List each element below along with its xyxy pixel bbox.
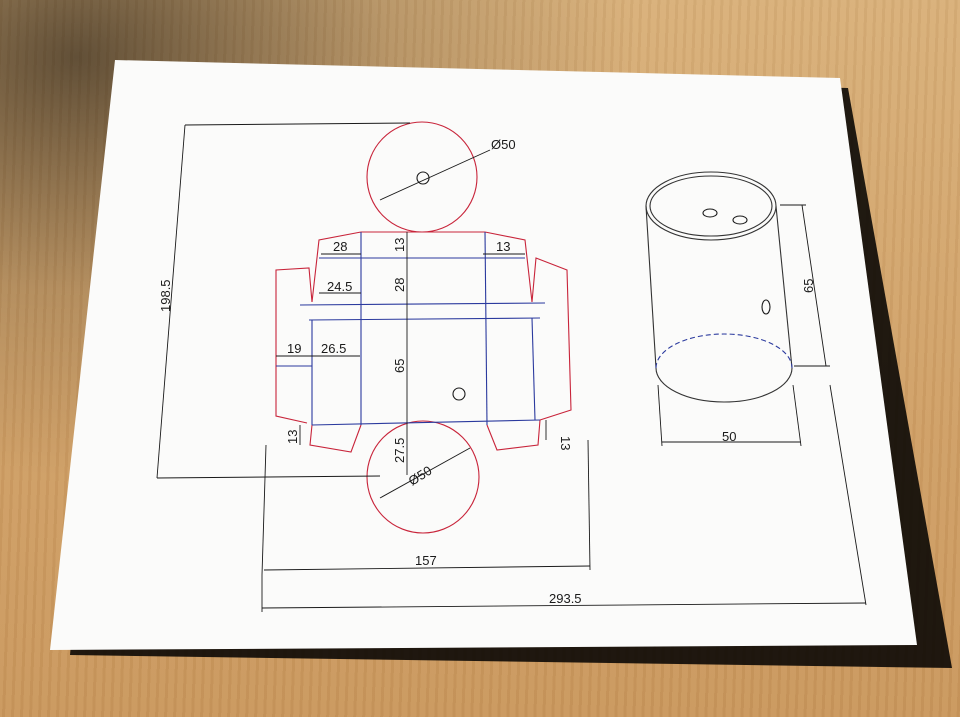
lower-tab-left [309,424,362,453]
label-top-diameter: Ø50 [491,137,516,152]
fold-lines [276,231,546,426]
side-flap-left [275,267,313,424]
label-net-width: 157 [415,553,437,568]
lower-tab-right [486,419,541,451]
paper-sheet [50,60,917,650]
top-tab-right [484,231,533,303]
label-body-height: 65 [392,359,407,373]
label-flap-mid: 28 [392,278,407,292]
hole-marks [416,171,771,401]
dimension-labels: Ø50 Ø50 198.5 28 13 13 24.5 28 19 26.5 6… [158,137,816,606]
label-total-height: 198.5 [158,279,173,312]
label-total-width: 293.5 [549,591,582,606]
dimension-lines [156,122,867,612]
label-side-width: 19 [287,341,301,356]
cylinder-hidden-arc [655,333,793,369]
label-tab-top-left: 28 [333,239,347,254]
label-tab-left-height: 13 [285,430,300,444]
side-flap-right [531,257,572,421]
bottom-circle [366,420,480,534]
cylinder-view [645,171,793,403]
label-tab-top-mid: 13 [392,238,407,252]
net-outline [275,121,572,534]
cylinder-bottom-arc [655,367,793,403]
label-cylinder-width: 50 [722,429,736,444]
label-tab-top-right: 13 [496,239,510,254]
top-tab-left [311,231,362,303]
label-flap-left: 24.5 [327,279,352,294]
label-side-inner-width: 26.5 [321,341,346,356]
label-tab-right-height: 13 [558,436,573,450]
label-lower-height: 27.5 [392,438,407,463]
label-cylinder-height: 65 [801,279,816,293]
